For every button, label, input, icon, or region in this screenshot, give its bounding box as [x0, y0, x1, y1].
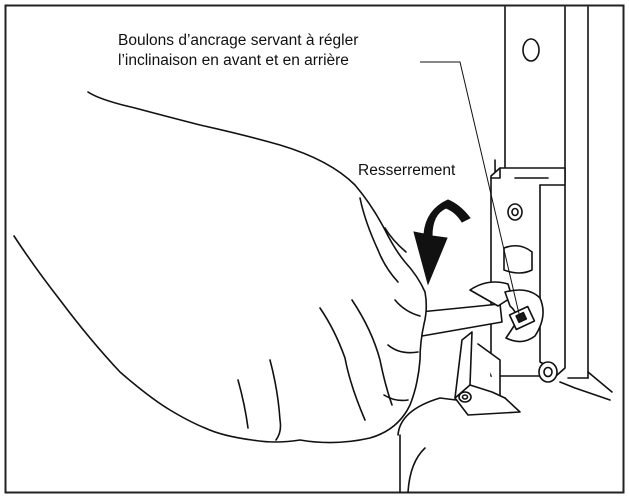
wrench: [419, 281, 544, 343]
leveling-bracket: [490, 167, 566, 383]
tightening-arrow-icon: [413, 199, 471, 286]
anchor-bolts-callout-line1: Boulons d’ancrage servant à régler: [118, 32, 359, 49]
anchor-bolts-callout-line2: l’inclinaison en avant et en arrière: [118, 52, 349, 69]
tightening-callout: Resserrement: [358, 162, 456, 179]
appliance-panel: [494, 6, 613, 401]
callout-leader-line: [420, 61, 521, 319]
figure-frame: [4, 4, 625, 494]
anchor-bolts-callout: Boulons d’ancrage servant à régler l’inc…: [118, 31, 358, 71]
foot-assembly: [397, 331, 521, 493]
hand-with-wrench-illustration: [13, 91, 428, 444]
